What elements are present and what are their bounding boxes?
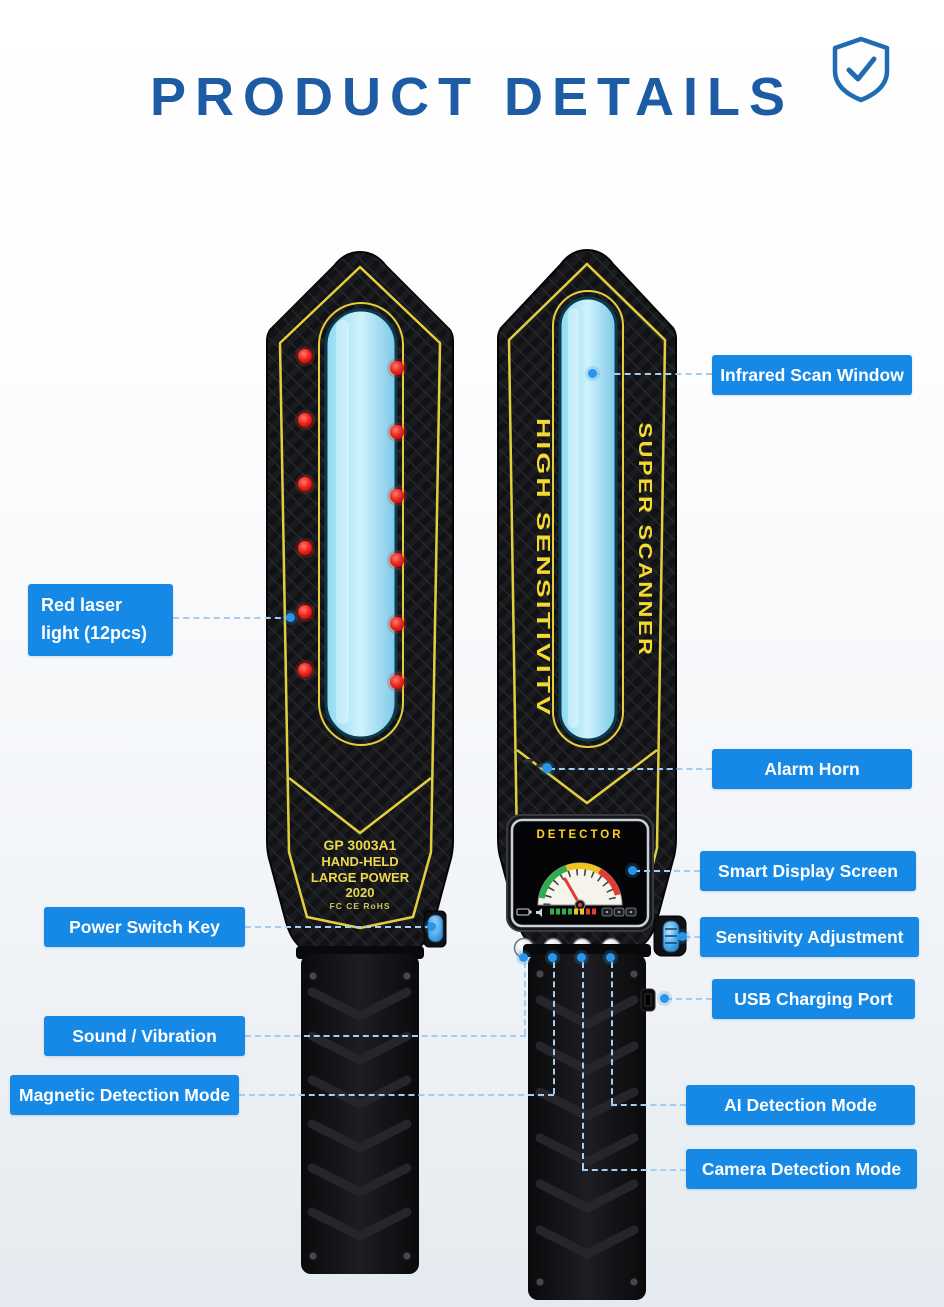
connector-sound-vibration-h	[245, 1035, 526, 1037]
connector-dot-smart-display	[628, 866, 637, 875]
usb-charging-port	[640, 988, 656, 1012]
connector-sound-vibration-v	[524, 962, 526, 1035]
front-year-text: 2020	[346, 885, 375, 900]
front-text-panel: GP 3003A1 HAND-HELD LARGE POWER 2020 FC …	[311, 837, 410, 911]
front-certifications-text: FC CE RoHS	[330, 901, 391, 911]
connector-dot-camera	[577, 953, 586, 962]
front-window-outline	[318, 302, 404, 746]
connector-dot-sensitivity	[678, 932, 687, 941]
callout-alarm-horn: Alarm Horn	[712, 749, 912, 789]
connector-dot-usb	[660, 994, 669, 1003]
callout-smart-display-screen: Smart Display Screen	[700, 851, 916, 891]
callout-ai-detection-mode: AI Detection Mode	[686, 1085, 915, 1125]
device-back: HIGH SENSITIVITV SUPER SCANNER DETECTOR	[497, 248, 687, 1300]
callout-infrared-scan-window: Infrared Scan Window	[712, 355, 912, 395]
front-handle	[301, 954, 419, 1274]
connector-dot-sound-vibration	[519, 953, 528, 962]
back-right-side-text: SUPER SCANNER	[635, 423, 655, 658]
front-window-highlight	[336, 320, 349, 724]
connector-smart-display	[634, 870, 700, 872]
callout-sensitivity-adjustment: Sensitivity Adjustment	[700, 917, 919, 957]
connector-dot-alarm-horn	[543, 764, 552, 773]
connector-dot-power-switch	[427, 922, 436, 931]
connector-magnetic-h	[239, 1094, 554, 1096]
connector-sensitivity	[685, 936, 700, 938]
connector-red-laser	[173, 617, 291, 619]
connector-dot-ai	[606, 953, 615, 962]
connector-dot-infrared	[588, 369, 597, 378]
back-left-side-text: HIGH SENSITIVITV	[533, 418, 553, 718]
connector-infrared	[594, 373, 712, 375]
connector-dot-magnetic	[548, 953, 557, 962]
red-laser-leds	[295, 346, 407, 692]
connector-camera-h	[582, 1169, 686, 1171]
connector-power-switch	[245, 926, 431, 928]
gauge-ticks	[543, 868, 617, 906]
device-front: GP 3003A1 HAND-HELD LARGE POWER 2020 FC …	[266, 250, 454, 1274]
callout-red-laser-line1: Red laser	[41, 595, 123, 616]
callout-camera-detection-mode: Camera Detection Mode	[686, 1149, 917, 1189]
sensitivity-adjustment-wheel	[653, 915, 687, 957]
screen-title-text: DETECTOR	[536, 829, 623, 841]
front-model-text: GP 3003A1	[324, 837, 397, 853]
back-yellow-divider	[516, 749, 658, 805]
front-handle-grip-pattern	[307, 987, 412, 1241]
connector-ai-v	[611, 962, 613, 1104]
front-power-text: LARGE POWER	[311, 870, 410, 885]
callout-magnetic-detection-mode: Magnetic Detection Mode	[10, 1075, 239, 1115]
connector-camera-v	[582, 962, 584, 1169]
back-window-outline	[552, 290, 624, 748]
connector-dot-red-laser	[286, 613, 295, 622]
back-handle-grip-pattern	[535, 995, 639, 1259]
back-window-highlight	[568, 308, 579, 728]
connector-usb	[666, 998, 712, 1000]
front-yellow-outline	[278, 265, 442, 930]
front-handle-screws	[308, 971, 412, 1261]
screen-status-icons	[516, 907, 637, 917]
back-handle	[528, 954, 646, 1300]
connector-ai-h	[611, 1104, 686, 1106]
infrared-scan-window	[558, 296, 618, 742]
connector-magnetic-v	[553, 962, 555, 1094]
page-title: PRODUCT DETAILS	[150, 67, 794, 127]
front-type-text: HAND-HELD	[321, 854, 398, 869]
callout-red-laser-line2: light (12pcs)	[41, 623, 148, 643]
front-yellow-divider	[288, 777, 432, 835]
smart-display-screen: DETECTOR	[506, 814, 654, 932]
shield-check-icon	[832, 36, 890, 103]
callout-power-switch-key: Power Switch Key	[44, 907, 245, 947]
callout-red-laser-light: Red laser light (12pcs)	[28, 584, 173, 656]
callout-usb-charging-port: USB Charging Port	[712, 979, 915, 1019]
back-handle-screws	[535, 969, 639, 1287]
callout-sound-vibration: Sound / Vibration	[44, 1016, 245, 1056]
connector-alarm-horn	[549, 768, 712, 770]
front-scan-window	[324, 308, 398, 740]
